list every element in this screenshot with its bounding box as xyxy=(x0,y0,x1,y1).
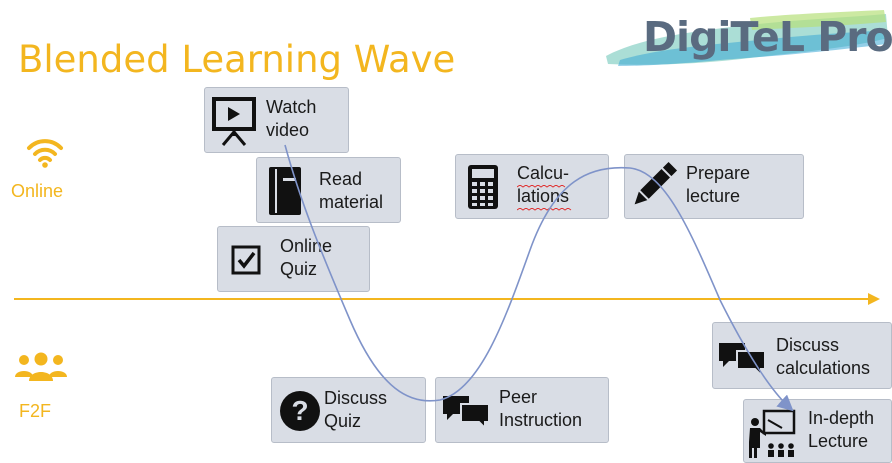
calculator-icon xyxy=(468,165,498,209)
activity-online-quiz: Online Quiz xyxy=(217,226,370,292)
presentation-board-icon xyxy=(212,97,256,146)
activity-calculations: Calcu- lations xyxy=(455,154,609,219)
slide-title: Blended Learning Wave xyxy=(18,38,456,81)
activity-discuss-quiz: ? Discuss Quiz xyxy=(271,377,426,443)
speech-bubbles-icon xyxy=(443,396,490,431)
logo-brush-stroke xyxy=(606,10,888,66)
book-icon xyxy=(269,167,301,215)
timeline-arrowhead xyxy=(868,293,880,305)
group-icon xyxy=(15,352,67,381)
activity-prepare-lecture: Prepare lecture xyxy=(624,154,804,219)
activity-peer-instruction: Peer Instruction xyxy=(435,377,609,443)
activity-label: Calcu- lations xyxy=(517,163,570,206)
online-f2f-divider xyxy=(14,298,872,300)
activity-label: Discuss calculations xyxy=(776,335,871,378)
wifi-icon xyxy=(27,139,63,168)
pencil-icon xyxy=(634,161,678,205)
activity-watch-video: Watch video xyxy=(204,87,349,153)
activity-label: Read material xyxy=(319,169,384,212)
activity-label: Watch video xyxy=(266,97,317,140)
activity-label: Discuss Quiz xyxy=(324,388,388,431)
spellcheck-underline xyxy=(517,185,566,188)
activity-in-depth-lecture: In-depth Lecture xyxy=(743,399,892,463)
online-label: Online xyxy=(11,181,64,201)
activity-read-material: Read material xyxy=(256,157,401,223)
activity-label: Online Quiz xyxy=(280,236,333,279)
activity-label: Prepare lecture xyxy=(686,163,751,206)
activity-label: Peer Instruction xyxy=(499,387,583,430)
svg-text:?: ? xyxy=(291,395,308,426)
logo-text: DigiTeL Pro xyxy=(643,13,892,61)
checkbox-icon xyxy=(231,245,261,275)
activity-label: In-depth Lecture xyxy=(808,408,875,451)
f2f-label: F2F xyxy=(19,401,52,421)
question-icon: ? xyxy=(280,391,320,431)
